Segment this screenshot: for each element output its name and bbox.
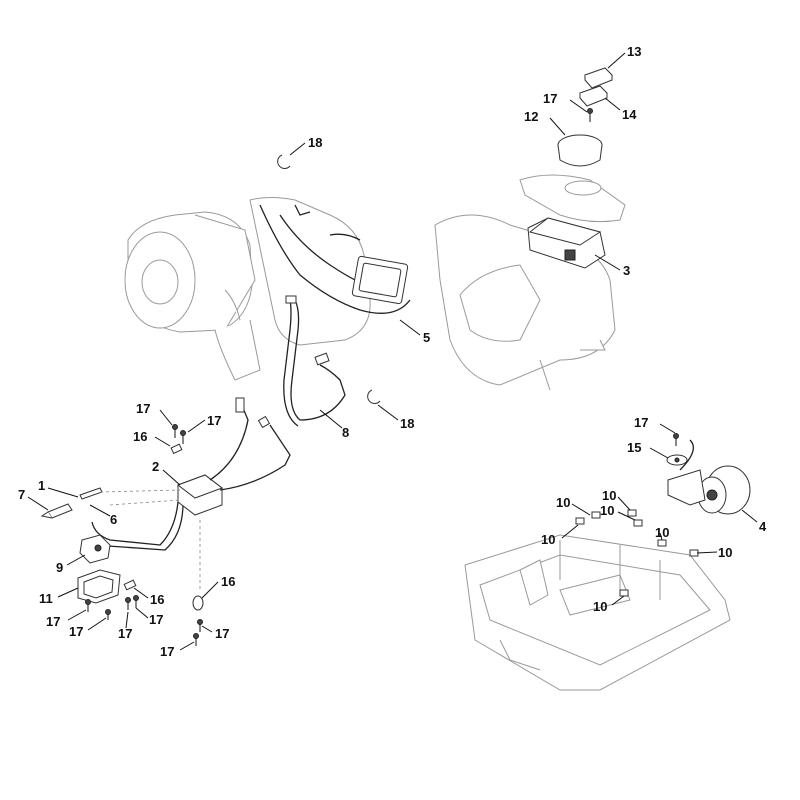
cover-11	[77, 569, 121, 604]
callout-16-right: 16	[221, 574, 235, 589]
callout-17-bottom-c: 17	[118, 626, 132, 641]
small-parts-16	[123, 443, 204, 611]
knob-12	[557, 134, 603, 196]
callout-4: 4	[759, 519, 767, 534]
callout-17-bottom-a: 17	[46, 614, 60, 629]
callout-10-a: 10	[556, 495, 570, 510]
washer-15	[666, 454, 688, 466]
part-14	[579, 85, 608, 107]
module-2	[176, 397, 291, 516]
clip-18-top	[277, 154, 291, 169]
upper-chassis	[434, 174, 626, 391]
callout-17-right: 17	[634, 415, 648, 430]
wiring-harness-5	[249, 197, 411, 346]
motor-4	[667, 439, 751, 515]
screws-17	[85, 424, 203, 646]
callout-1: 1	[38, 478, 45, 493]
callout-10-f: 10	[718, 545, 732, 560]
switch-9	[79, 534, 111, 564]
callout-2: 2	[152, 459, 159, 474]
wire-loop-6-9	[91, 501, 184, 551]
callout-labels: 13 17 14 12 18 3 5 17 17 16 8 18 17 15 2…	[18, 44, 767, 659]
leader-lines	[27, 52, 758, 651]
callout-17-bottom-e: 17	[215, 626, 229, 641]
callout-14: 14	[622, 107, 637, 122]
callout-17-bottom-f: 17	[160, 644, 174, 659]
callout-18-mid: 18	[400, 416, 414, 431]
pin-1	[79, 487, 103, 500]
cable-8	[283, 295, 346, 427]
callout-10-e: 10	[655, 525, 669, 540]
callout-10-g: 10	[593, 599, 607, 614]
callout-15: 15	[627, 440, 641, 455]
clip-18-mid	[367, 389, 381, 404]
callout-3: 3	[623, 263, 630, 278]
callout-10-c: 10	[600, 503, 614, 518]
callout-11: 11	[39, 591, 53, 606]
callout-5: 5	[423, 330, 430, 345]
screw-17-right	[673, 433, 679, 446]
screw-17-top	[587, 108, 593, 122]
callout-7: 7	[18, 487, 25, 502]
callout-18-top: 18	[308, 135, 322, 150]
callout-8: 8	[342, 425, 349, 440]
callout-17-left-a: 17	[136, 401, 150, 416]
callout-6: 6	[110, 512, 117, 527]
callout-12: 12	[524, 109, 538, 124]
dashed-guides	[99, 489, 201, 590]
callout-9: 9	[56, 560, 63, 575]
part-13	[584, 67, 613, 89]
base-tray	[464, 534, 731, 691]
control-module-3	[527, 217, 606, 269]
callout-17-top: 17	[543, 91, 557, 106]
callout-16-mid: 16	[150, 592, 164, 607]
callout-17-left-b: 17	[207, 413, 221, 428]
callout-10-d: 10	[541, 532, 555, 547]
callout-10-b: 10	[602, 488, 616, 503]
callout-17-bottom-b: 17	[69, 624, 83, 639]
motor-housing	[124, 211, 261, 381]
callout-16-left: 16	[133, 429, 147, 444]
plug-7	[40, 503, 73, 519]
callout-13: 13	[627, 44, 641, 59]
callout-17-bottom-d: 17	[149, 612, 163, 627]
